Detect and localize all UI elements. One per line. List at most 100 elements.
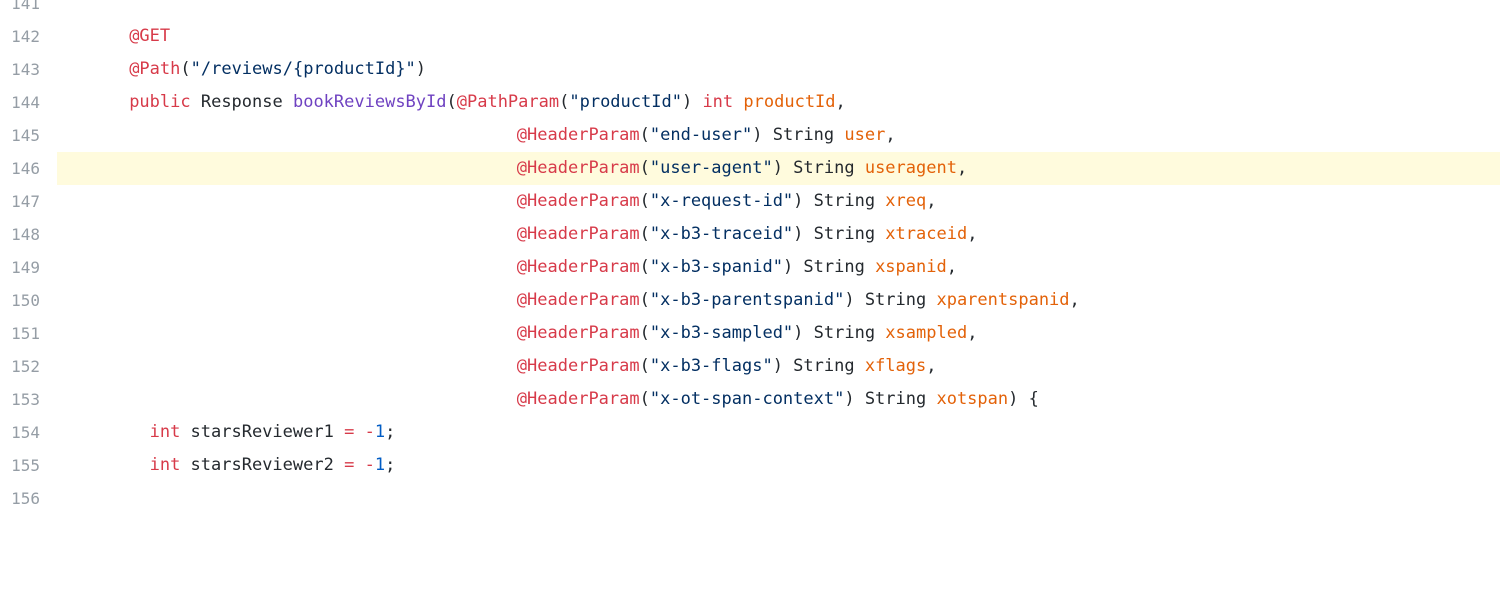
code-text-token: , [1069, 290, 1080, 310]
code-line: 143 @Path("/reviews/{productId}") [0, 53, 1500, 86]
parameter-name-token: xsampled [885, 323, 968, 343]
code-text-token: , [926, 191, 937, 211]
line-number[interactable]: 152 [11, 357, 40, 376]
string-token: "x-b3-spanid" [649, 257, 783, 277]
code-text-token: ; [385, 422, 396, 442]
annotation-token: @HeaderParam [516, 125, 640, 145]
code-text-token: ) [681, 92, 703, 112]
code-text-token: ) String [752, 125, 845, 145]
code-text-token: Response [190, 92, 293, 112]
code-text-token: ( [446, 92, 457, 112]
line-number[interactable]: 149 [11, 258, 40, 277]
string-token: "user-agent" [649, 158, 773, 178]
code-line: 147 @HeaderParam("x-request-id") String … [0, 185, 1500, 218]
parameter-name-token: xparentspanid [936, 290, 1070, 310]
line-number[interactable]: 146 [11, 159, 40, 178]
keyword-token: int [149, 422, 181, 442]
code-text-token: starsReviewer1 [180, 422, 345, 442]
line-code: @HeaderParam("x-request-id") String xreq… [68, 185, 937, 218]
code-text-token: ) { [1008, 389, 1039, 409]
annotation-token: @HeaderParam [516, 158, 640, 178]
code-text-token: ( [559, 92, 570, 112]
line-code: int starsReviewer1 = -1; [68, 416, 396, 449]
line-code: @HeaderParam("x-b3-spanid") String xspan… [68, 251, 957, 284]
code-text-token: ( [639, 158, 650, 178]
code-text-token: ) String [793, 323, 886, 343]
line-number[interactable]: 145 [11, 126, 40, 145]
code-text-token: ; [385, 455, 396, 475]
line-number[interactable]: 155 [11, 456, 40, 475]
string-token: "x-b3-sampled" [649, 323, 794, 343]
line-number[interactable]: 156 [11, 489, 40, 508]
line-code: public Response bookReviewsById(@PathPar… [68, 86, 846, 119]
function-name-token: bookReviewsById [292, 92, 447, 112]
line-code: int starsReviewer2 = -1; [68, 449, 396, 482]
parameter-name-token: xtraceid [885, 224, 968, 244]
code-text-token: ) String [772, 356, 865, 376]
line-code: @HeaderParam("x-ot-span-context") String… [68, 383, 1039, 416]
code-text-token: , [835, 92, 846, 112]
keyword-token: int [149, 455, 181, 475]
code-line: 155 int starsReviewer2 = -1; [0, 449, 1500, 482]
string-token: "x-b3-parentspanid" [649, 290, 845, 310]
code-line-highlighted: 146 @HeaderParam("user-agent") String us… [0, 152, 1500, 185]
code-text-token: starsReviewer2 [180, 455, 345, 475]
code-line: 151 @HeaderParam("x-b3-sampled") String … [0, 317, 1500, 350]
string-token: "x-b3-traceid" [649, 224, 794, 244]
annotation-token: @HeaderParam [516, 191, 640, 211]
code-text-token: , [885, 125, 896, 145]
line-number[interactable]: 143 [11, 60, 40, 79]
code-text-token: ) String [793, 224, 886, 244]
line-code: @HeaderParam("end-user") String user, [68, 119, 896, 152]
keyword-token: int [702, 92, 734, 112]
line-code: @HeaderParam("x-b3-sampled") String xsam… [68, 317, 978, 350]
code-text-token [354, 422, 364, 442]
string-token: "x-ot-span-context" [649, 389, 845, 409]
line-number[interactable]: 148 [11, 225, 40, 244]
line-number[interactable]: 147 [11, 192, 40, 211]
code-text-token: ( [639, 389, 650, 409]
code-line: 144 public Response bookReviewsById(@Pat… [0, 86, 1500, 119]
line-number[interactable]: 144 [11, 93, 40, 112]
line-code: @HeaderParam("x-b3-traceid") String xtra… [68, 218, 978, 251]
number-token: 1 [374, 455, 386, 475]
keyword-token: public [129, 92, 191, 112]
code-text-token: ) String [793, 191, 886, 211]
operator-token: = [344, 422, 355, 442]
code-text-token: ) String [844, 290, 937, 310]
line-number[interactable]: 142 [11, 27, 40, 46]
annotation-token: @HeaderParam [516, 257, 640, 277]
code-text-token: ) String [844, 389, 937, 409]
code-text-token: , [926, 356, 937, 376]
line-number[interactable]: 153 [11, 390, 40, 409]
code-line: 152 @HeaderParam("x-b3-flags") String xf… [0, 350, 1500, 383]
line-number[interactable]: 141 [11, 0, 40, 13]
code-line: 145 @HeaderParam("end-user") String user… [0, 119, 1500, 152]
code-text-token: ) String [782, 257, 876, 277]
code-line: 141 [0, 0, 1500, 20]
parameter-name-token: useragent [864, 158, 957, 178]
string-token: "x-b3-flags" [649, 356, 773, 376]
code-text-token: , [967, 323, 978, 343]
code-lines: 141 142 @GET 143 @Path("/reviews/{produc… [0, 0, 1500, 515]
code-line: 150 @HeaderParam("x-b3-parentspanid") St… [0, 284, 1500, 317]
annotation-token: @Path [129, 59, 181, 79]
number-token: 1 [374, 422, 386, 442]
parameter-name-token: user [844, 125, 886, 145]
line-number[interactable]: 150 [11, 291, 40, 310]
line-code: @Path("/reviews/{productId}") [68, 53, 426, 86]
code-text-token: , [946, 257, 957, 277]
line-number[interactable]: 154 [11, 423, 40, 442]
code-text-token: ) String [772, 158, 865, 178]
code-text-token: ( [639, 290, 650, 310]
parameter-name-token: xreq [885, 191, 927, 211]
line-code: @HeaderParam("x-b3-flags") String xflags… [68, 350, 937, 383]
parameter-name-token: xflags [864, 356, 927, 376]
code-line: 156 [0, 482, 1500, 515]
line-number[interactable]: 151 [11, 324, 40, 343]
code-line: 153 @HeaderParam("x-ot-span-context") St… [0, 383, 1500, 416]
annotation-token: @HeaderParam [516, 224, 640, 244]
code-text-token: ( [639, 356, 650, 376]
line-code: @HeaderParam("x-b3-parentspanid") String… [68, 284, 1080, 317]
code-text-token: ( [180, 59, 191, 79]
